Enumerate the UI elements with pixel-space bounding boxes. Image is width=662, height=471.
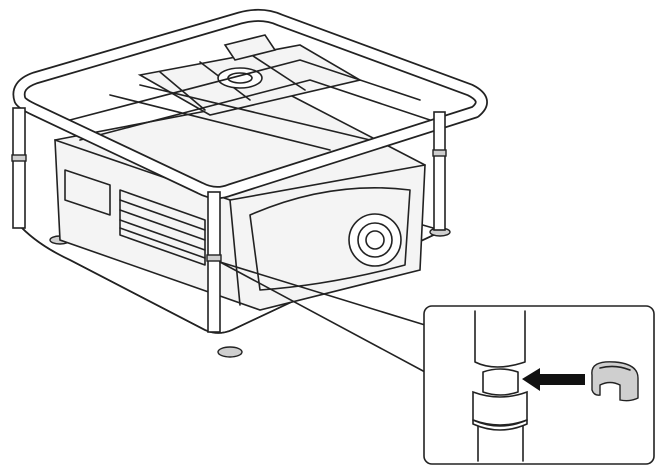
frame-top-tube [12,8,488,200]
arrow-icon [522,368,585,391]
lens [348,213,402,267]
ceiling-mount-plate [69,34,431,151]
frame-posts [11,107,447,333]
detail-inset [423,305,655,465]
inset-pole [472,310,528,462]
vent-grille [119,189,206,266]
callout-lines [219,261,426,373]
side-panel [64,169,111,216]
ring-clip-icon [591,361,639,402]
